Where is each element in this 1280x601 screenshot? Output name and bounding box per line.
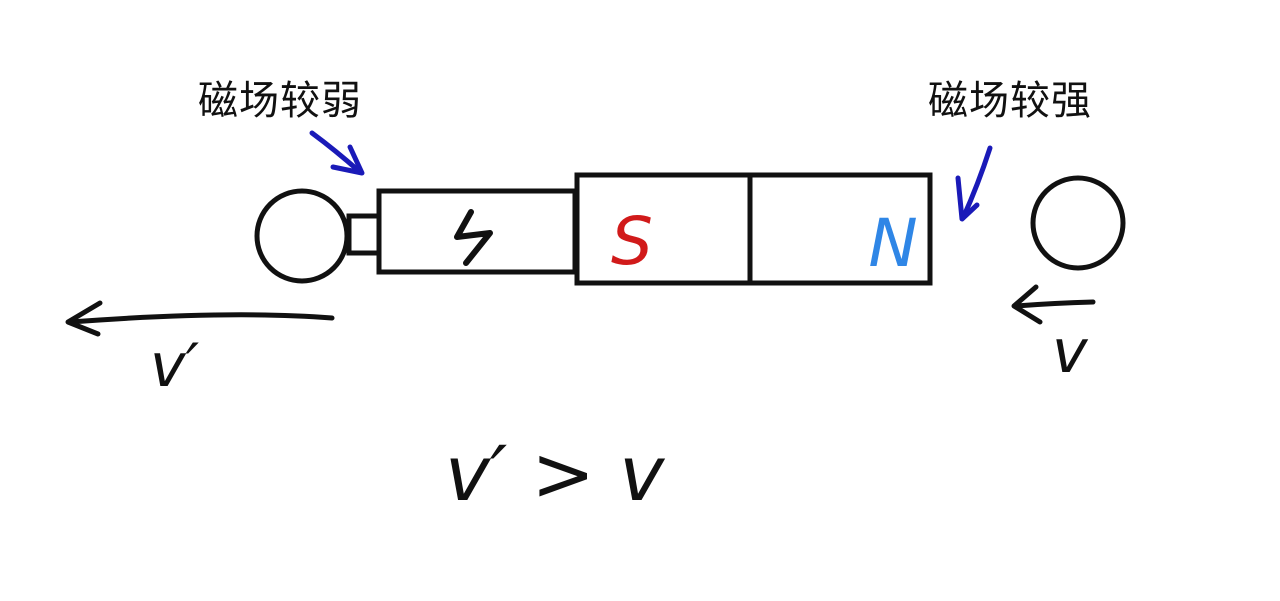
strong-field-pointer-arrow [955, 145, 993, 222]
magnet-connector [346, 213, 382, 256]
weak-field-pointer-arrow [309, 130, 365, 176]
velocity-relation: v′ > v [445, 429, 665, 518]
weak-field-label: 磁场较弱 [198, 78, 362, 124]
source-box [376, 188, 578, 275]
right-ball [1030, 175, 1126, 271]
strong-field-label: 磁场较强 [928, 78, 1092, 124]
lightning-icon [454, 209, 493, 266]
left-velocity-label: v′ [150, 331, 200, 401]
bar-magnet [574, 172, 933, 286]
right-velocity-label: v [1052, 317, 1089, 387]
left-ball [254, 188, 350, 284]
south-pole-label: S [611, 203, 653, 280]
left-velocity-arrow [65, 300, 335, 337]
north-pole-label: N [868, 205, 917, 282]
right-velocity-arrow [1011, 284, 1096, 325]
